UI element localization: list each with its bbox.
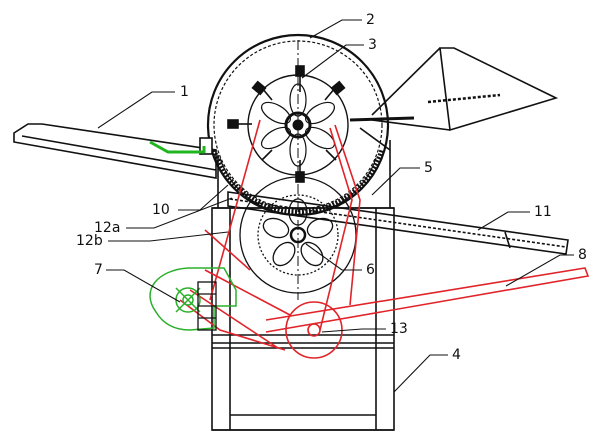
drive-belts [179,119,590,359]
feed-table [13,123,217,179]
fan-assembly [239,176,357,294]
feed-lip [149,140,206,154]
callout-1: 1 [180,84,189,100]
callout-2: 2 [366,12,375,28]
callout-3: 3 [368,37,377,53]
motor-mount [197,281,217,331]
leader-lines [97,19,574,393]
callout-4: 4 [452,347,461,363]
callout-11: 11 [534,204,552,220]
callout-6: 6 [366,262,375,278]
pulley-13 [285,301,343,359]
callout-7: 7 [94,262,103,278]
grain-sieve [227,191,569,255]
machine-frame [211,140,395,431]
callout-8: 8 [578,247,587,263]
callout-10: 10 [152,202,170,218]
motor-guard [149,267,237,331]
callout-12b: 12b [76,233,103,249]
belt-8 [265,267,590,333]
callout-5: 5 [424,160,433,176]
callout-12a: 12a [94,220,120,236]
callout-13: 13 [390,321,408,337]
discharge-chute [349,47,559,151]
